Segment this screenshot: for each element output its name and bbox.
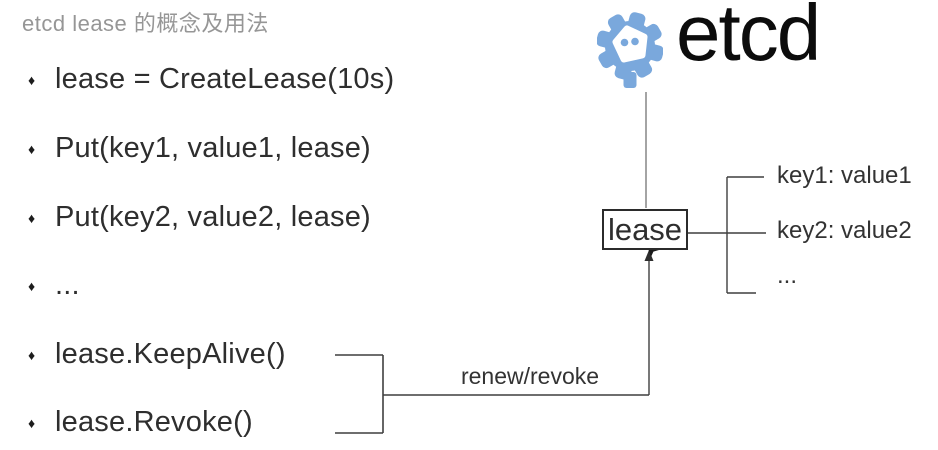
bullet-text: Put(key2, value2, lease) xyxy=(55,201,371,233)
page-title: etcd lease 的概念及用法 xyxy=(22,11,269,36)
bullet-diamond-icon: ♦ xyxy=(28,71,36,88)
list-item: ♦ lease = CreateLease(10s) xyxy=(28,63,394,96)
bullet-diamond-icon: ♦ xyxy=(28,346,36,363)
etcd-wordmark: etcd xyxy=(676,0,821,77)
arrowhead-up-icon xyxy=(644,250,654,261)
list-item: ♦ ... xyxy=(28,269,80,302)
list-item: ♦ lease.Revoke() xyxy=(28,406,253,439)
lease-node-label: lease xyxy=(607,211,683,247)
bullet-diamond-icon: ♦ xyxy=(28,277,36,294)
bullet-text: ... xyxy=(55,269,80,301)
kv-entry: key2: value2 xyxy=(777,217,912,244)
list-item: ♦ Put(key1, value1, lease) xyxy=(28,132,371,165)
bullet-diamond-icon: ♦ xyxy=(28,414,36,431)
arrow-label: renew/revoke xyxy=(460,363,600,389)
kv-entry-ellipsis: ... xyxy=(777,262,798,289)
bullet-text: Put(key1, value1, lease) xyxy=(55,132,371,164)
bullet-diamond-icon: ♦ xyxy=(28,209,36,226)
list-item: ♦ lease.KeepAlive() xyxy=(28,338,286,371)
bullet-text: lease.Revoke() xyxy=(55,406,253,438)
list-item: ♦ Put(key2, value2, lease) xyxy=(28,201,371,234)
etcd-gear-icon xyxy=(597,12,663,88)
etcd-logo: etcd xyxy=(597,0,857,100)
kv-entry: key1: value1 xyxy=(777,162,912,189)
bullet-diamond-icon: ♦ xyxy=(28,140,36,157)
lease-node: lease xyxy=(602,209,688,250)
bullet-text: lease.KeepAlive() xyxy=(55,338,286,370)
bullet-text: lease = CreateLease(10s) xyxy=(55,63,395,95)
